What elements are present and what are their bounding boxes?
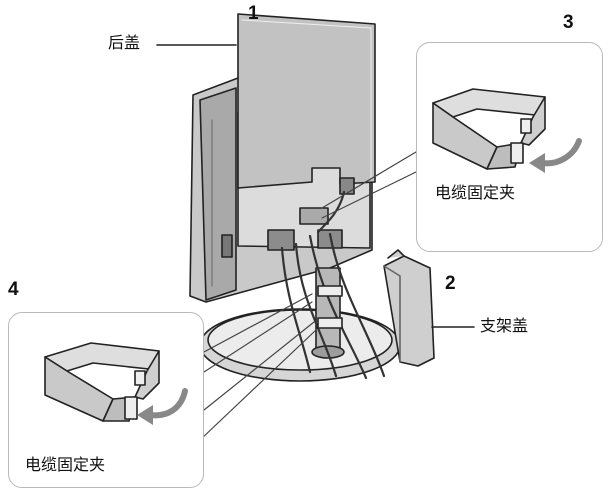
rotate-arrow-bottom [137,388,188,425]
callout-box-cable-clip-top: 电缆固定夹 [416,42,603,252]
cable-clip-label-bottom: 电缆固定夹 [25,455,106,474]
callout-3-connectors [321,151,417,219]
stand-cover [383,249,435,367]
back-cover-label: 后盖 [108,33,141,52]
clip-on-neck-upper [317,285,343,297]
stand-cover-label: 支架盖 [480,316,529,335]
step-number-4: 4 [8,279,19,300]
callout-4-connectors [199,293,317,441]
step-number-2: 2 [445,273,456,294]
cable-clip-illustration-top [432,88,582,173]
rotate-arrow-top [529,138,582,173]
cable-clip-label-top: 电缆固定夹 [435,183,516,202]
stand-neck [311,267,345,359]
callout-box-cable-clip-bottom: 电缆固定夹 [8,312,204,488]
cable-clip-illustration-bottom [44,342,188,425]
clip-on-neck-lower [317,317,343,329]
step-number-3: 3 [563,12,574,33]
back-cover-panel [237,13,376,189]
step-number-1: 1 [248,3,259,24]
